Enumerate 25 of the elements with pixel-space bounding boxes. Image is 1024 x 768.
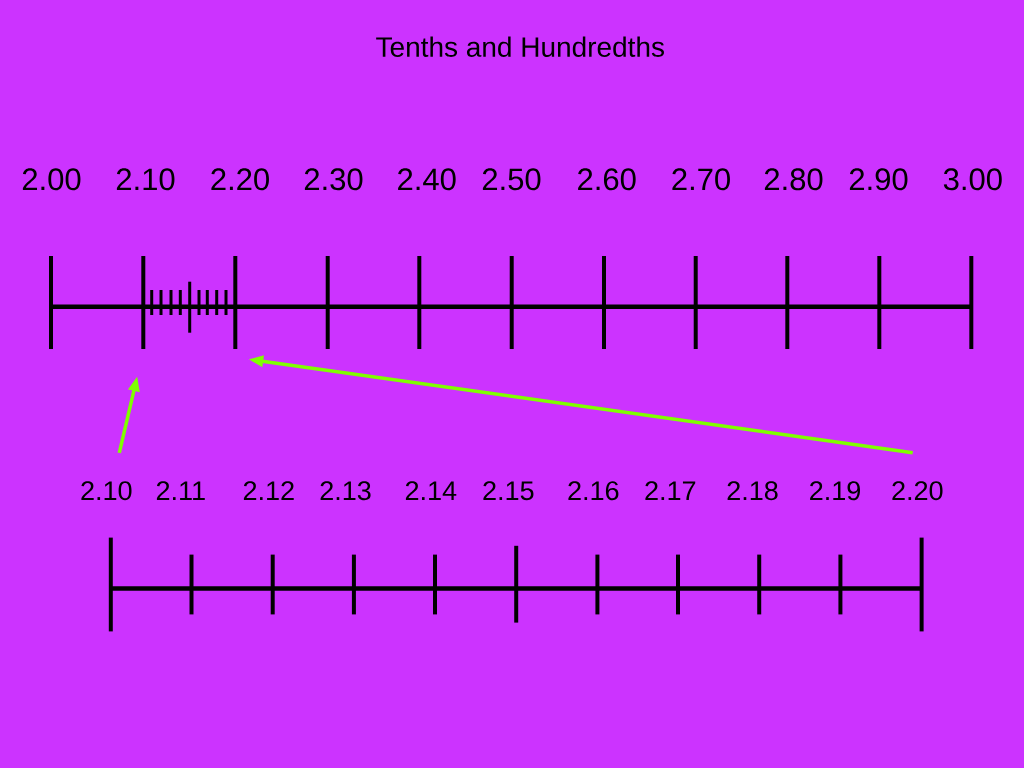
tick-label: 3.00 (943, 168, 1002, 191)
tick-label: 2.10 (81, 481, 132, 501)
tick-mark (141, 256, 146, 349)
tick-label: 2.14 (405, 481, 457, 500)
tick-label: 2.16 (568, 481, 619, 501)
tick-label: 2.40 (398, 168, 456, 191)
tick-label: 2.20 (892, 481, 943, 501)
tick-label: 2.13 (320, 481, 371, 501)
tick-label: 2.30 (304, 168, 363, 191)
tick-label: 2.00 (22, 168, 81, 191)
tick-label: 2.19 (810, 481, 860, 501)
tick-label: 2.12 (243, 481, 294, 500)
title: Tenths and Hundredths (376, 36, 664, 57)
tick-label: 2.80 (764, 168, 823, 191)
tick-label: 2.18 (727, 481, 778, 501)
tick-label: 2.60 (578, 168, 636, 191)
tick-label: 2.17 (645, 481, 696, 500)
tick-label: 2.15 (483, 481, 534, 501)
tick-mark (233, 256, 238, 349)
tick-label: 2.50 (482, 168, 541, 191)
tick-label: 2.10 (116, 168, 175, 191)
tick-label: 2.20 (211, 168, 269, 191)
tick-label: 2.90 (849, 168, 908, 191)
tick-label: 2.70 (672, 168, 730, 191)
tick-label: 2.11 (156, 481, 205, 500)
